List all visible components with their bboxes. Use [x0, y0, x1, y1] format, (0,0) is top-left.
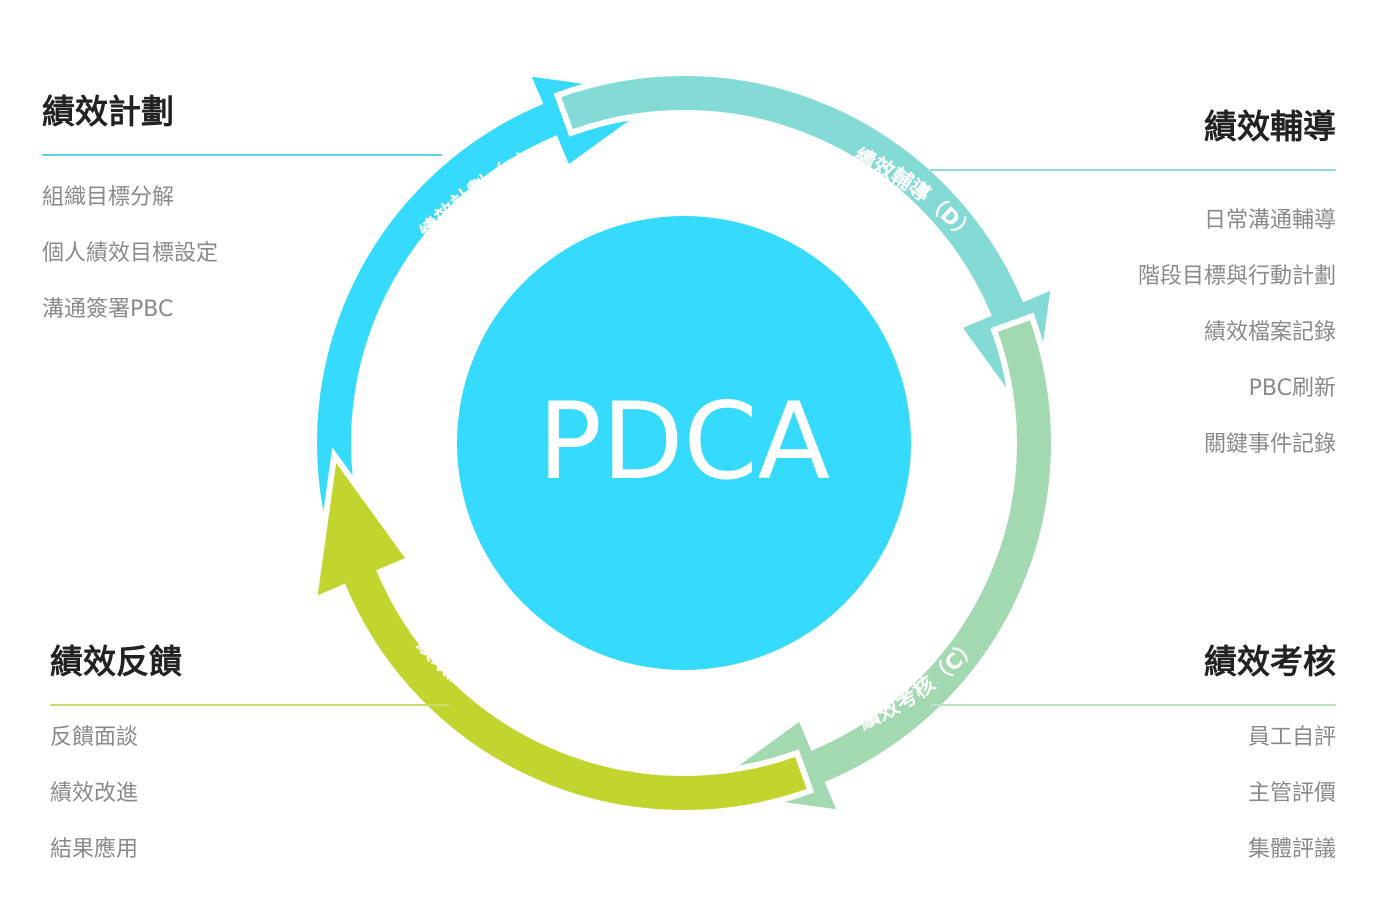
cycle-arrow-act [310, 447, 815, 816]
quadrant-coach-item: 績效檔案記錄 [1203, 320, 1336, 345]
pdca-center-circle [457, 216, 911, 670]
quadrant-feedback: 績效反饋 反饋面談 績效改進 結果應用 [50, 642, 450, 878]
quadrant-review-item: 員工自評 [1247, 725, 1336, 750]
quadrant-review: 績效考核 員工自評 主管評價 集體評議 [930, 642, 1336, 878]
quadrant-coach-item: 日常溝通輔導 [1203, 208, 1336, 233]
quadrant-plan-item: 個人績效目標設定 [42, 241, 219, 266]
quadrant-plan-item: 組織目標分解 [42, 185, 175, 210]
quadrant-plan: 績效計劃 組織目標分解 個人績效目標設定 溝通簽署PBC [42, 92, 442, 338]
quadrant-plan-item: 溝通簽署PBC [42, 297, 174, 322]
quadrant-coach: 績效輔導 日常溝通輔導 階段目標與行動計劃 績效檔案記錄 PBC刷新 關鍵事件記… [930, 107, 1336, 473]
quadrant-coach-item: 階段目標與行動計劃 [1137, 264, 1336, 289]
quadrant-feedback-item: 反饋面談 [50, 725, 139, 750]
quadrant-review-divider [930, 704, 1336, 706]
pdca-center-label: PDCA [538, 380, 830, 503]
quadrant-review-item: 集體評議 [1247, 837, 1336, 862]
quadrant-feedback-item: 結果應用 [50, 837, 139, 862]
quadrant-feedback-item: 績效改進 [50, 781, 139, 806]
quadrant-review-title: 績效考核 [1204, 642, 1336, 681]
quadrant-plan-divider [42, 154, 442, 156]
quadrant-coach-divider [930, 169, 1336, 171]
quadrant-coach-item: 關鍵事件記錄 [1203, 432, 1336, 457]
quadrant-review-item: 主管評價 [1247, 781, 1336, 806]
quadrant-feedback-divider [50, 704, 450, 706]
quadrant-coach-item: PBC刷新 [1248, 376, 1336, 401]
quadrant-plan-title: 績效計劃 [42, 92, 174, 131]
quadrant-feedback-title: 績效反饋 [50, 642, 182, 681]
quadrant-coach-title: 績效輔導 [1204, 107, 1336, 146]
